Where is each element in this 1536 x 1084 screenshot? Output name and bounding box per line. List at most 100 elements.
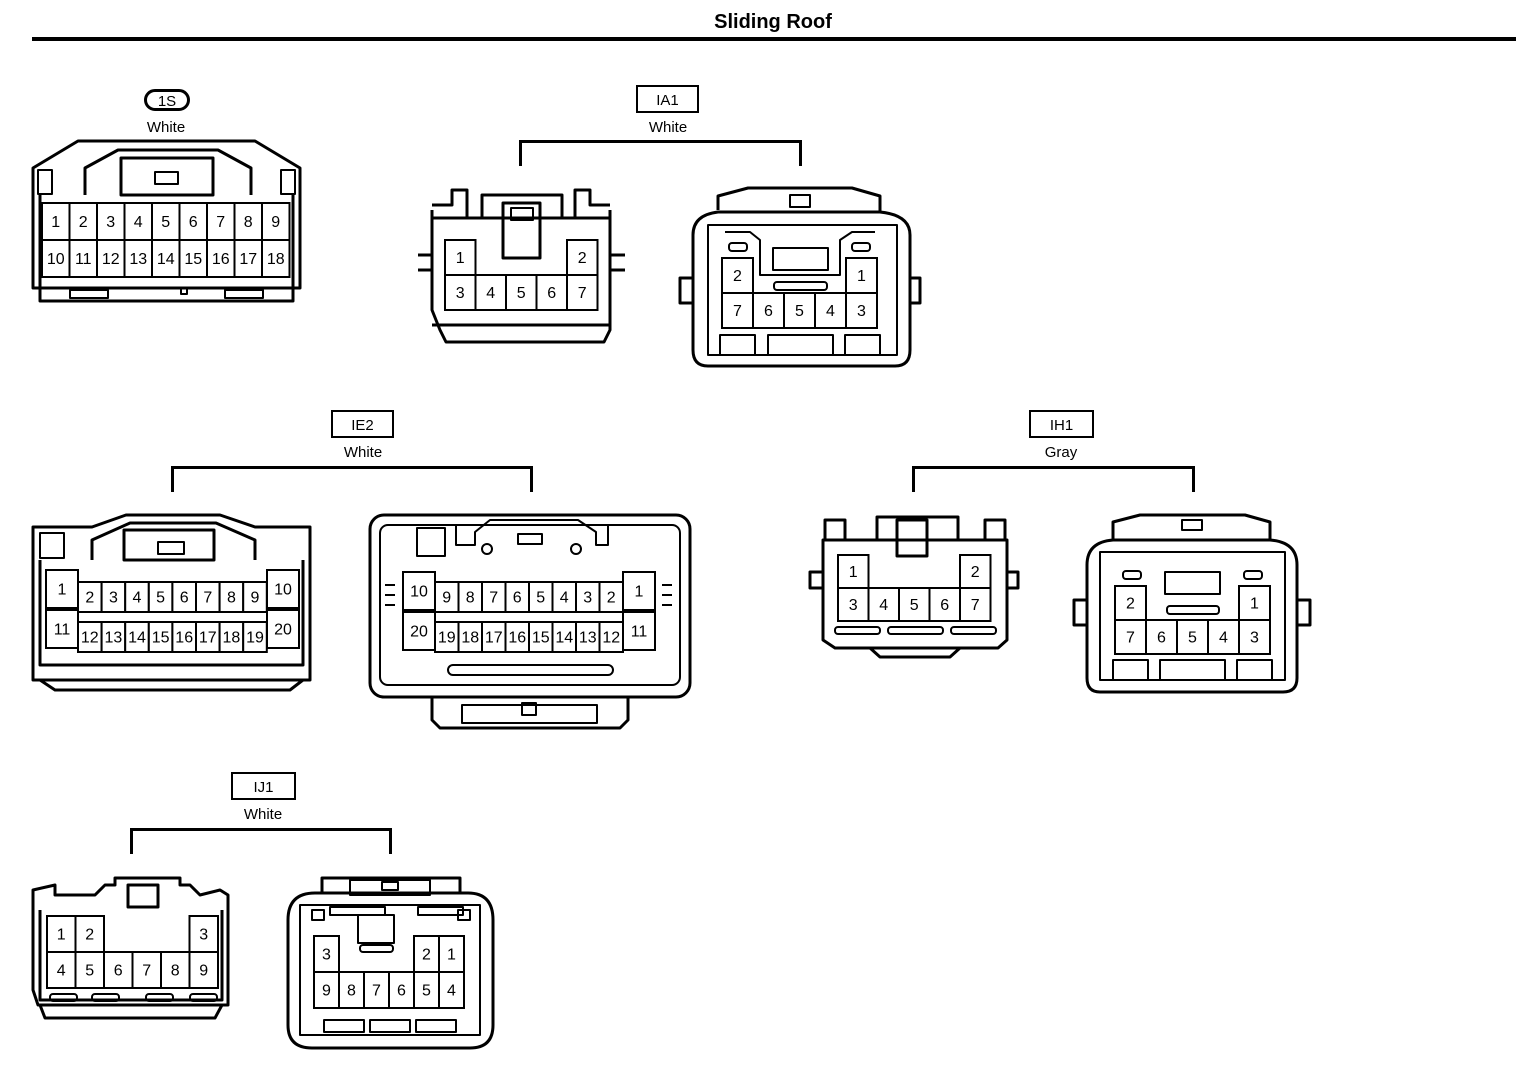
pin-label-1s: 12 bbox=[102, 251, 120, 268]
connector-id-ie2: IE2 bbox=[331, 410, 394, 438]
pin-label-ih1-left: 7 bbox=[971, 597, 980, 614]
pin-label-ie2-right: 16 bbox=[508, 630, 526, 647]
pin-label-ia1-right: 2 bbox=[733, 268, 742, 285]
pin-cavity bbox=[68, 239, 98, 278]
pin-label-ie2-left: 7 bbox=[203, 590, 212, 607]
connector-1s-housing bbox=[31, 139, 302, 303]
pin-label-ij1-left: 2 bbox=[85, 927, 94, 944]
pin-label-ih1-right: 5 bbox=[1188, 630, 1197, 647]
pin-label-ij1-left: 6 bbox=[114, 963, 123, 980]
pin-label-ih1-left: 3 bbox=[849, 597, 858, 614]
pin-label-ih1-right: 3 bbox=[1250, 630, 1259, 647]
pin-label-ie2-right: 17 bbox=[485, 630, 503, 647]
pin-label-ie2-right: 1 bbox=[635, 584, 644, 601]
pin-label-ie2-right: 2 bbox=[607, 590, 616, 607]
pin-cavity bbox=[783, 292, 816, 329]
pin-label-ij1-right: 4 bbox=[447, 983, 456, 1000]
pin-label-ie2-left: 13 bbox=[105, 630, 123, 647]
connector-bracket-ie2 bbox=[171, 466, 533, 492]
pin-label-ie2-right: 9 bbox=[442, 590, 451, 607]
pin-cavity bbox=[721, 257, 754, 294]
pin-cavity bbox=[402, 611, 436, 651]
page-title: Sliding Roof bbox=[714, 11, 832, 33]
pin-cavity bbox=[867, 587, 900, 622]
pin-label-ij1-left: 1 bbox=[57, 927, 66, 944]
connector-ie2-left-housing bbox=[31, 513, 312, 692]
pin-label-ih1-right: 4 bbox=[1219, 630, 1228, 647]
pin-label-ia1-left: 1 bbox=[456, 250, 465, 267]
connector-bracket-ij1 bbox=[130, 828, 392, 854]
pin-label-ie2-left: 3 bbox=[109, 590, 118, 607]
pin-cavity bbox=[74, 915, 105, 953]
connector-color-ia1: White bbox=[648, 119, 688, 136]
pin-label-ie2-right: 6 bbox=[513, 590, 522, 607]
pin-label-ie2-right: 11 bbox=[631, 624, 648, 641]
connector-ih1-left-housing bbox=[808, 515, 1020, 659]
pin-label-ie2-left: 8 bbox=[227, 590, 236, 607]
pin-cavity bbox=[474, 274, 507, 311]
pin-label-ie2-right: 19 bbox=[438, 630, 456, 647]
pin-label-ie2-right: 13 bbox=[579, 630, 597, 647]
pin-label-ie2-left: 5 bbox=[156, 590, 165, 607]
pin-label-ij1-right: 3 bbox=[322, 947, 331, 964]
pin-label-1s: 1 bbox=[51, 214, 60, 231]
pin-label-ie2-left: 10 bbox=[274, 582, 292, 599]
pin-cavity bbox=[413, 971, 440, 1009]
pin-cavity bbox=[242, 581, 268, 613]
pin-label-1s: 15 bbox=[184, 251, 202, 268]
pin-label-ie2-left: 16 bbox=[175, 630, 193, 647]
pin-label-ie2-left: 14 bbox=[128, 630, 146, 647]
pin-label-ij1-left: 9 bbox=[199, 963, 208, 980]
pin-label-ih1-left: 1 bbox=[849, 564, 858, 581]
pin-label-ie2-left: 9 bbox=[251, 590, 260, 607]
pin-cavity bbox=[45, 569, 79, 609]
pin-cavity bbox=[261, 202, 291, 241]
pin-label-ie2-left: 19 bbox=[246, 630, 264, 647]
pin-label-ie2-right: 3 bbox=[583, 590, 592, 607]
pin-label-ie2-right: 10 bbox=[410, 584, 428, 601]
pin-label-ih1-left: 2 bbox=[971, 564, 980, 581]
pin-label-1s: 3 bbox=[106, 214, 115, 231]
pin-label-ie2-left: 18 bbox=[223, 630, 241, 647]
connector-ih1-right-housing bbox=[1072, 513, 1312, 694]
pin-label-ie2-right: 5 bbox=[536, 590, 545, 607]
pin-label-ie2-right: 7 bbox=[489, 590, 498, 607]
pin-label-ij1-left: 5 bbox=[85, 963, 94, 980]
pin-label-ij1-right: 1 bbox=[447, 947, 456, 964]
pin-cavity bbox=[1145, 619, 1178, 655]
pin-cavity bbox=[188, 951, 219, 989]
pin-label-1s: 17 bbox=[239, 251, 257, 268]
pin-label-ih1-right: 6 bbox=[1157, 630, 1166, 647]
pin-label-ia1-right: 5 bbox=[795, 303, 804, 320]
pin-label-1s: 5 bbox=[161, 214, 170, 231]
pin-cavity bbox=[151, 239, 181, 278]
pin-label-ie2-left: 12 bbox=[81, 630, 99, 647]
pin-label-ie2-right: 12 bbox=[602, 630, 620, 647]
pin-label-ie2-left: 17 bbox=[199, 630, 217, 647]
pin-cavity bbox=[261, 239, 291, 278]
pin-label-ie2-right: 8 bbox=[466, 590, 475, 607]
pin-cavity bbox=[837, 554, 870, 589]
pin-label-ia1-left: 6 bbox=[547, 285, 556, 302]
connector-ie2-right-housing bbox=[368, 513, 692, 730]
pin-label-ie2-left: 4 bbox=[133, 590, 142, 607]
pin-cavity bbox=[721, 292, 754, 329]
pin-cavity bbox=[438, 935, 465, 973]
pin-label-ia1-left: 5 bbox=[517, 285, 526, 302]
pin-label-1s: 4 bbox=[134, 214, 143, 231]
pin-label-1s: 6 bbox=[189, 214, 198, 231]
pin-label-ij1-left: 7 bbox=[142, 963, 151, 980]
connector-ij1-left-housing bbox=[31, 876, 230, 1020]
pin-cavity bbox=[266, 609, 300, 649]
pin-cavity bbox=[242, 621, 268, 653]
pin-label-ih1-right: 2 bbox=[1126, 596, 1135, 613]
pin-cavity bbox=[103, 951, 134, 989]
pin-label-ia1-right: 7 bbox=[733, 303, 742, 320]
pin-cavity bbox=[535, 274, 568, 311]
pin-label-ia1-left: 3 bbox=[456, 285, 465, 302]
pin-label-ie2-right: 15 bbox=[532, 630, 550, 647]
pin-label-1s: 8 bbox=[244, 214, 253, 231]
pin-cavity bbox=[1238, 585, 1271, 621]
connector-bracket-ia1 bbox=[519, 140, 802, 166]
